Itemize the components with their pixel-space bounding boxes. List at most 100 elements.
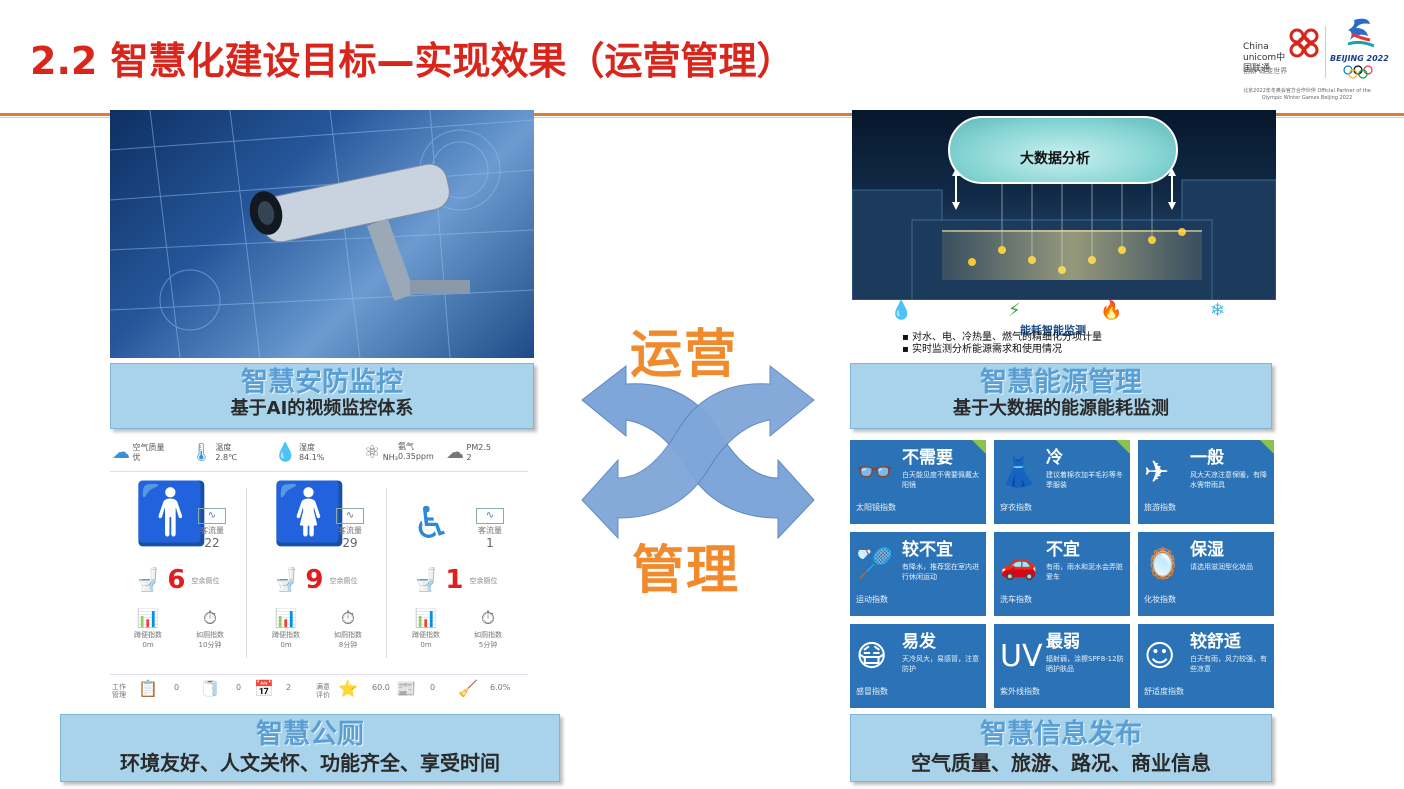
mask-icon: 😷 (856, 639, 888, 674)
china-unicom-logo: China unicom中国联通 创新·改变世界 (1243, 26, 1321, 78)
info-cell: 👓 不需要白天能见度不需要佩戴太阳镜太阳镜指数 (850, 440, 986, 524)
info-cell-desc: 风大天凉注意保暖，有降水需带雨具 (1190, 471, 1267, 489)
camera-illustration (110, 110, 534, 358)
snowflake-icon: ❄ (1210, 300, 1226, 321)
toilet-label-box: 智慧公厕 环境友好、人文关怀、功能齐全、享受时间 (60, 714, 560, 782)
info-cell-footer: 感冒指数 (856, 687, 888, 696)
corner-tag (972, 440, 986, 454)
info-title: 智慧信息发布 (980, 719, 1142, 750)
info-cell-desc: 白天能见度不需要佩戴太阳镜 (902, 471, 979, 489)
energy-label-box: 智慧能源管理 基于大数据的能源能耗监测 (850, 363, 1272, 429)
info-cell-heading: 较不宜 (902, 540, 953, 560)
racket-icon: 🏸 (856, 547, 894, 582)
info-cell-footer: 运动指数 (856, 595, 888, 604)
info-cell: 🏸 较不宜有降水，推荐您在室内进行休闲运动运动指数 (850, 532, 986, 616)
operation-label: 运营 (630, 325, 739, 385)
surveillance-camera-image (110, 110, 534, 358)
corner-tag (1116, 440, 1130, 454)
female-icon: 🚺 (272, 479, 347, 549)
chart-icon: ∿ (198, 508, 226, 524)
info-cell-footer: 太阳镜指数 (856, 503, 896, 512)
info-cell: 👗冷建议着棉衣加羊毛衫等冬季服装穿衣指数 (994, 440, 1130, 524)
header-divider (0, 113, 1404, 116)
page-title: 2.2 智慧化建设目标—实现效果（运营管理） (30, 39, 795, 83)
header-divider-thin (0, 117, 1404, 118)
bar-chart-icon: 📊 (274, 608, 298, 629)
info-cell-heading: 不需要 (902, 448, 953, 468)
list-count: 0 (430, 683, 436, 692)
building-night-view (852, 110, 1276, 301)
info-cell-desc: 有降水，推荐您在室内进行休闲运动 (902, 563, 979, 581)
bar-chart-icon: 📊 (136, 608, 160, 629)
cloud-label: 大数据分析 (1020, 151, 1090, 167)
management-label: 管理 (632, 541, 741, 601)
pm-cloud-icon: ☁ (446, 442, 464, 463)
info-release-grid: 👓 不需要白天能见度不需要佩戴太阳镜太阳镜指数 👗冷建议着棉衣加羊毛衫等冬季服装穿衣… (850, 440, 1274, 710)
energy-bullets: ▪ 对水、电、冷热量、燃气的精细化分项计量 ▪ 实时监测分析能源需求和使用情况 (902, 332, 1102, 355)
info-cell-footer: 化妆指数 (1144, 595, 1176, 604)
humidity-icon: 💧 (274, 442, 297, 463)
big-data-cloud: 大数据分析 (948, 116, 1178, 184)
cleaning-icon: 🧹 (458, 679, 478, 698)
info-cell-footer: 紫外线指数 (1000, 687, 1040, 696)
male-icon: 🚹 (134, 479, 209, 549)
energy-bullet-1: 对水、电、冷热量、燃气的精细化分项计量 (911, 332, 1102, 343)
percent-value: 6.0% (490, 683, 511, 692)
car-icon: 🚗 (1000, 547, 1038, 582)
energy-bullet-2: 实时监测分析能源需求和使用情况 (911, 344, 1062, 355)
energy-monitoring-image: 大数据分析 💧 ⚡ 🔥 ❄ 能耗智能监测 ▪ 对水、电、冷热量、燃气的精细化分项… (852, 110, 1276, 358)
paper-roll-icon: 🧻 (200, 679, 220, 698)
info-cell-footer: 洗车指数 (1000, 595, 1032, 604)
work-label: 工作管理 (112, 683, 126, 699)
column-divider (246, 488, 247, 658)
energy-info-strip: 💧 ⚡ 🔥 ❄ 能耗智能监测 ▪ 对水、电、冷热量、燃气的精细化分项计量 ▪ 实… (852, 300, 1276, 358)
info-cell-desc: 白天有雨，风力较强，有些凉意 (1190, 655, 1267, 673)
info-cell-desc: 辐射弱，涂擦SPF8-12防晒护肤品 (1046, 655, 1124, 673)
info-cell: 🪞保湿请选用滋润型化妆品化妆指数 (1138, 532, 1274, 616)
toilet-bottom-bar: 工作管理 📋 0 🧻 0 📅 2 满意评价 ⭐ 60.0 📰 0 🧹 6.0% (110, 674, 528, 708)
station-glow (942, 230, 1202, 280)
thermometer-icon: 🌡 (190, 442, 213, 463)
energy-subtitle: 基于大数据的能源能耗监测 (953, 398, 1169, 419)
clock-icon: ⏱ (202, 608, 218, 629)
calendar-count: 2 (286, 683, 292, 692)
info-cell-heading: 最弱 (1046, 632, 1080, 652)
info-cell: 😷易发天冷风大，易感冒，注意防护感冒指数 (850, 624, 986, 708)
toilet-subtitle: 环境友好、人文关怀、功能齐全、享受时间 (120, 751, 500, 775)
flame-icon: 🔥 (1100, 300, 1123, 321)
electricity-icon: ⚡ (1008, 300, 1021, 321)
info-cell: 🚗不宜有雨，雨水和泥水会弄脏爱车洗车指数 (994, 532, 1130, 616)
beijing-emblem-icon (1347, 18, 1375, 48)
env-nh3: ⚛ NH₃ (364, 442, 398, 463)
water-icon: 💧 (890, 300, 913, 321)
info-cell-desc: 天冷风大，易感冒，注意防护 (902, 655, 979, 673)
toilet-icon: 🚽 (272, 567, 300, 593)
sunglasses-icon: 👓 (856, 455, 894, 490)
partner-note: 北京2022年冬奥会官方合作伙伴 Official Partner of the… (1243, 88, 1371, 101)
star-icon: ⭐ (338, 679, 358, 698)
info-cell-heading: 较舒适 (1190, 632, 1241, 652)
info-cell: ✈一般风大天凉注意保暖，有降水需带雨具旅游指数 (1138, 440, 1274, 524)
security-label-box: 智慧安防监控 基于AI的视频监控体系 (110, 363, 534, 429)
plane-icon: ✈ (1144, 455, 1170, 490)
toilet-icon: 🚽 (412, 567, 440, 593)
info-cell-footer: 舒适度指数 (1144, 687, 1184, 696)
crossing-arrows-graphic (581, 364, 815, 540)
wheelchair-icon: ♿ (412, 498, 452, 549)
rating-value: 60.0 (372, 683, 390, 692)
beijing-2022-logo: BEIJING 2022 (1330, 14, 1392, 80)
list-icon: 📰 (396, 679, 416, 698)
